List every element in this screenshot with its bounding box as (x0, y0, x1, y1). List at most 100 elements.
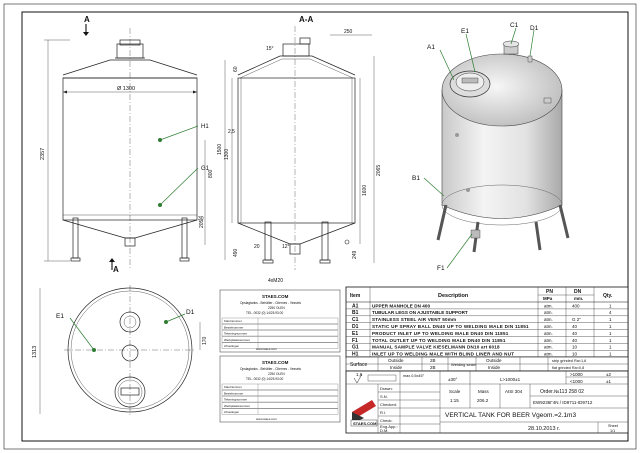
stamp-footer: www.staes.com (256, 347, 277, 351)
company-stamp-bottom: STAES.COM Opslagtanks - Behälter - Citer… (219, 355, 341, 423)
parts-cell-dn: 40 (572, 324, 578, 329)
stamp-line3: TEL. 0032 (0) 14/25.93.00 (246, 311, 283, 315)
section-mark-bottom: A (113, 265, 119, 274)
stamp2-row-box (221, 383, 339, 390)
surface-block: Surface Outside Inside 2B 2B Welding sea… (345, 356, 629, 372)
parts-cell-description: INLET UP TO WELDING MALE WITH BLIND LINE… (372, 352, 514, 357)
order-number: Order.№113 258 02 (540, 389, 584, 395)
parts-cell-item: A1 (352, 303, 359, 309)
parts-cell-description: STAINLESS STEEL AIR VENT 50mm (372, 317, 456, 322)
dim-249: 249 (352, 250, 358, 259)
weld-outside: Outside (486, 358, 502, 363)
label-e1: E1 (461, 28, 469, 35)
stamp2-line3: TEL. 0032 (0) 14/25.93.00 (246, 377, 283, 381)
stamp-row-box (221, 336, 339, 343)
stamp-field-label: Klantnummer (224, 319, 242, 323)
stamp-row-box (221, 342, 339, 349)
dim-170: 170 (202, 336, 208, 345)
sheet-value: 1/1 (610, 429, 615, 433)
header-qty: Qty. (603, 293, 613, 299)
stamp2-field-label: Tekeningnummer (224, 398, 247, 402)
dim-2-5: 2,5 (228, 129, 235, 135)
eng-label: Eng.App.: (380, 424, 398, 429)
dim-feet-bolts: 4xM20 (268, 278, 283, 284)
parts-cell-pn: atm. (544, 317, 553, 322)
label-h1: H1 (201, 124, 209, 130)
stamp-row-box (221, 317, 339, 324)
section-title: A-A (299, 15, 313, 24)
stamp2-row-box (221, 396, 339, 403)
dim-800: 800 (208, 169, 214, 178)
parts-cell-dn: G 2" (572, 317, 581, 322)
drawing-title: VERTICAL TANK FOR BEER Vgeom.=2.1m3 (445, 412, 576, 419)
stamp2-line2: 2250 OLEN (268, 372, 285, 376)
dim-angle-15: 15° (266, 46, 274, 52)
stamp2-field-label: Klantnummer (224, 385, 242, 389)
parts-cell-item: E1 (352, 331, 358, 337)
dim-1500: 1500 (217, 144, 223, 155)
stamp-field-label: Werkplaatsnummer (224, 338, 250, 342)
stamp-field-label: Tekeningnummer (224, 332, 247, 336)
scale-label: Scale (449, 389, 461, 394)
parts-cell-item: H1 (352, 352, 359, 358)
dim-1300: 1300 (224, 149, 230, 160)
parts-cell-dn: 40 (572, 338, 578, 343)
mass-label: Mass (478, 389, 490, 394)
header-description: Description (438, 293, 469, 299)
stamp2-row-box (221, 402, 339, 409)
parts-cell-qty: 1 (609, 331, 612, 336)
front-view: A A Ø 1300 (40, 15, 214, 274)
parts-cell-description: TOTAL OUTLET UP TO WELDING MALE DN40 DIN… (372, 338, 506, 343)
label-f1: F1 (437, 265, 445, 272)
stamp-company: STAES.COM (262, 294, 289, 299)
label-g1: G1 (201, 166, 210, 172)
dim-20: 20 (254, 244, 260, 250)
company-stamp-top: STAES.COM Opslagtanks - Behälter - Citer… (219, 289, 341, 353)
label-top-d1: D1 (186, 309, 195, 316)
date: 28.10.2013 г. (528, 426, 560, 432)
label-d1: D1 (530, 25, 539, 32)
material: AISI 304 (505, 389, 523, 394)
mass-value: 206.2 (477, 398, 489, 403)
stamp2-field-label: Werkplaatsnummer (224, 404, 250, 408)
checked-label: Checked: (380, 402, 397, 407)
stamp2-field-label: Bestelnummer (224, 391, 243, 395)
dim-205: 205 (199, 219, 205, 228)
checked-value: R.I. (380, 410, 386, 415)
parts-cell-dn: 400 (572, 303, 580, 308)
chamfer: max.0,5x45° (403, 374, 425, 378)
dim-2065: 2065 (376, 165, 382, 176)
roughness: 1,6 (356, 372, 363, 377)
eng-value: D.M. (380, 428, 388, 433)
dim-250: 250 (344, 29, 353, 35)
parts-cell-qty: 1 (609, 324, 612, 329)
dim-overall-height: 2357 (40, 148, 46, 160)
scale-value: 1:15 (450, 398, 459, 403)
stamp2-line1: Opslagtanks - Behälter - Citernes - Vess… (240, 367, 301, 371)
sheet-label: Sheet (608, 424, 619, 428)
surface-inside: Inside (390, 365, 403, 370)
surface-note-2: flat grinded Ra<0,8 (552, 366, 584, 370)
parts-cell-pn: atm. (544, 303, 553, 308)
angle-tol: ±30° (448, 377, 457, 382)
section-mark-top: A (84, 15, 90, 24)
surface-outside-val: 2B (430, 358, 436, 363)
isometric-view: A1 E1 C1 D1 B1 F1 (412, 22, 570, 272)
title-block: 1,6 max.0,5x45° ±30° L>1000±1 >1000 ±2 <… (345, 370, 629, 434)
parts-cell-description: UPPER MANHOLE DN 400 (372, 303, 430, 308)
stamp2-row-box (221, 390, 339, 396)
dim-1600: 1600 (362, 185, 368, 196)
header-dn: DN (574, 289, 582, 295)
dim-diameter: Ø 1300 (117, 86, 135, 92)
stamp2-footer: www.staes.com (256, 417, 277, 421)
surface-note-1: strip grinded Ra<1,6 (552, 359, 586, 363)
tol-r2v: ±1 (606, 379, 611, 384)
section-view: A-A 250 15° 60 2,5 1300 1500 1600 2065 (217, 15, 382, 284)
parts-cell-pn: atm. (544, 352, 553, 357)
logo-text: STAES.COM (353, 421, 377, 426)
linear-tol: L>1000±1 (500, 377, 521, 382)
parts-cell-qty: 1 (609, 303, 612, 308)
parts-cell-pn: atm. (544, 345, 553, 350)
